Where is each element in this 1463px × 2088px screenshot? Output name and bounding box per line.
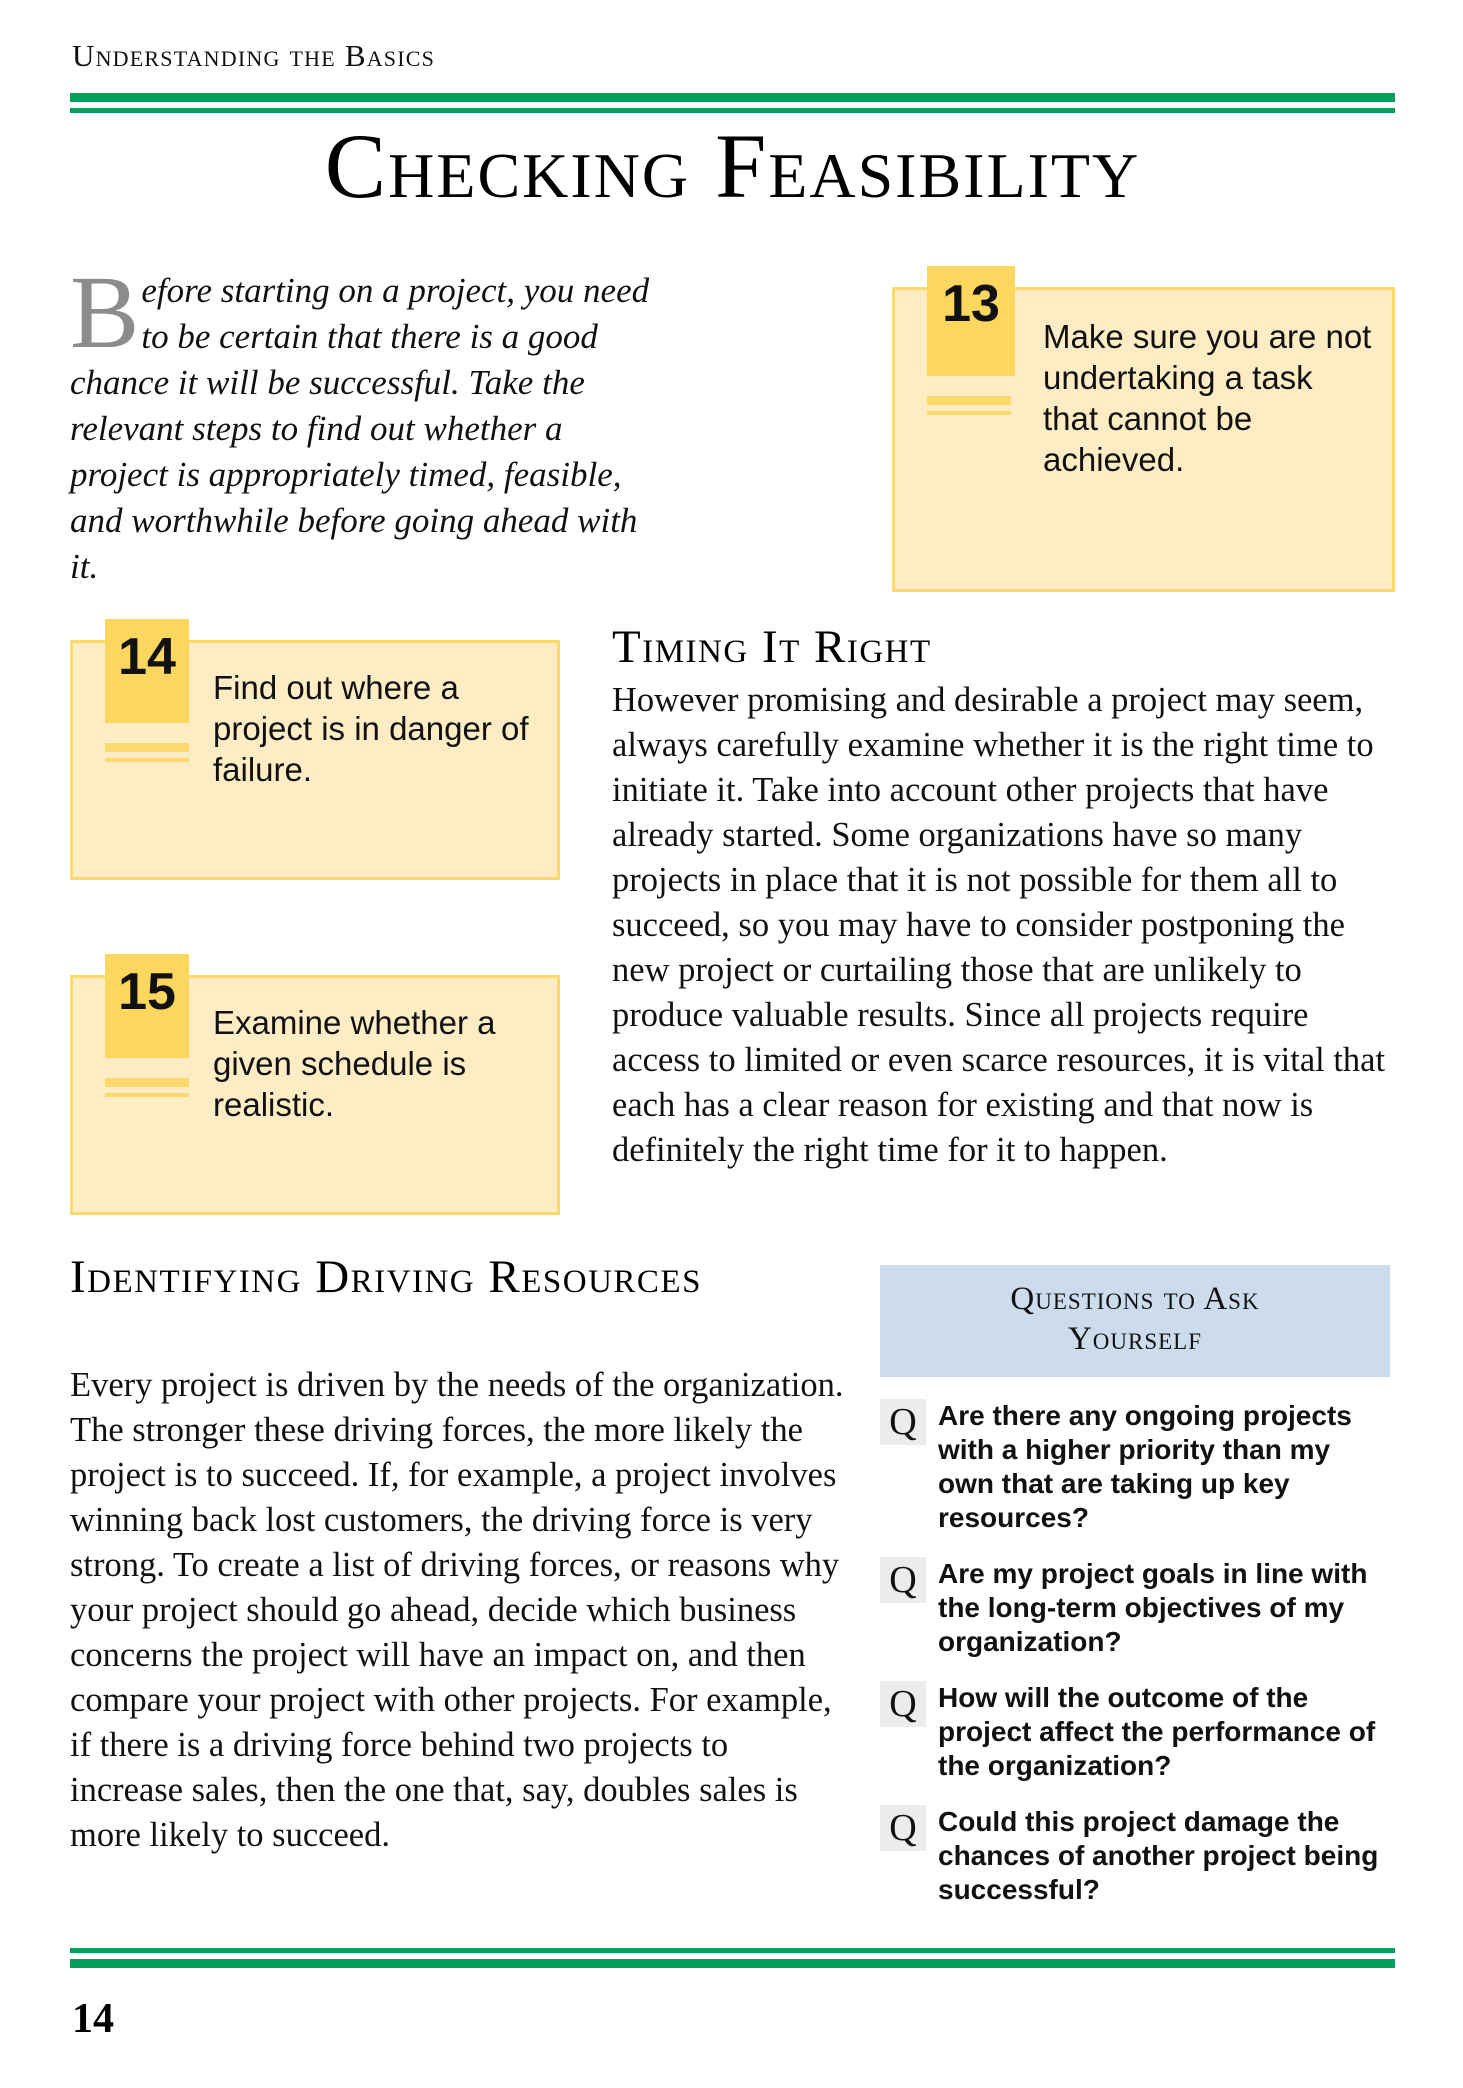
question-text: How will the outcome of the project affe…	[938, 1682, 1376, 1781]
question-marker-icon: Q	[880, 1681, 926, 1727]
tip-box-15: 15 Examine whether a given schedule is r…	[70, 954, 560, 1215]
tip-box-13: 13 Make sure you are not undertaking a t…	[892, 266, 1395, 592]
question-text: Could this project damage the chances of…	[938, 1806, 1379, 1905]
section-body-identifying-driving-resources: Every project is driven by the needs of …	[70, 1366, 844, 1854]
tip-divider-line-thin	[927, 411, 1011, 415]
section-heading-timing-it-right: Timing It Right	[612, 621, 932, 673]
questions-box-header: Questions to Ask Yourself	[880, 1265, 1390, 1377]
question-marker-icon: Q	[880, 1805, 926, 1851]
tip-divider-15	[105, 1078, 189, 1097]
header-rule-thick	[70, 93, 1395, 102]
question-text: Are there any ongoing projects with a hi…	[938, 1400, 1352, 1533]
list-item: Q Are there any ongoing projects with a …	[880, 1399, 1390, 1535]
header-rule-thin	[70, 108, 1395, 113]
page-number: 14	[72, 1996, 114, 2042]
section-body-timing-it-right: However promising and desirable a projec…	[612, 681, 1386, 1169]
tip-divider-14	[105, 743, 189, 762]
tip-divider-line-thin	[105, 758, 189, 762]
questions-list: Q Are there any ongoing projects with a …	[880, 1399, 1390, 1907]
footer-rule-thick	[70, 1959, 1395, 1968]
tip-divider-13	[927, 396, 1011, 415]
question-marker-icon: Q	[880, 1557, 926, 1603]
tip-divider-line-thick	[927, 396, 1011, 405]
page-title: Checking Feasibility	[324, 115, 1141, 217]
question-marker-icon: Q	[880, 1399, 926, 1445]
tip-box-14: 14 Find out where a project is in danger…	[70, 619, 560, 880]
tip-divider-line-thin	[105, 1093, 189, 1097]
tip-number-13: 13	[927, 266, 1015, 376]
list-item: Q Are my project goals in line with the …	[880, 1557, 1390, 1659]
running-head: Understanding the Basics	[72, 38, 436, 73]
list-item: Q Could this project damage the chances …	[880, 1805, 1390, 1907]
tip-number-14: 14	[105, 619, 189, 723]
questions-box-header-line1: Questions to Ask	[1010, 1281, 1260, 1317]
section-heading-identifying-driving-resources: Identifying Driving Resources	[70, 1251, 702, 1303]
tip-text-15: Examine whether a given schedule is real…	[213, 1004, 496, 1123]
tip-divider-line-thick	[105, 1078, 189, 1087]
list-item: Q How will the outcome of the project af…	[880, 1681, 1390, 1783]
intro-text: efore starting on a project, you need to…	[70, 271, 650, 586]
tip-text-13: Make sure you are not undertaking a task…	[1043, 318, 1372, 478]
tip-divider-line-thick	[105, 743, 189, 752]
question-text: Are my project goals in line with the lo…	[938, 1558, 1368, 1657]
questions-box-header-line2: Yourself	[1067, 1321, 1203, 1357]
tip-number-15: 15	[105, 954, 189, 1058]
footer-rule-thin	[70, 1948, 1395, 1953]
drop-cap: B	[70, 255, 140, 370]
tip-text-14: Find out where a project is in danger of…	[213, 669, 529, 788]
questions-to-ask-yourself-box: Questions to Ask Yourself Q Are there an…	[880, 1265, 1390, 1929]
